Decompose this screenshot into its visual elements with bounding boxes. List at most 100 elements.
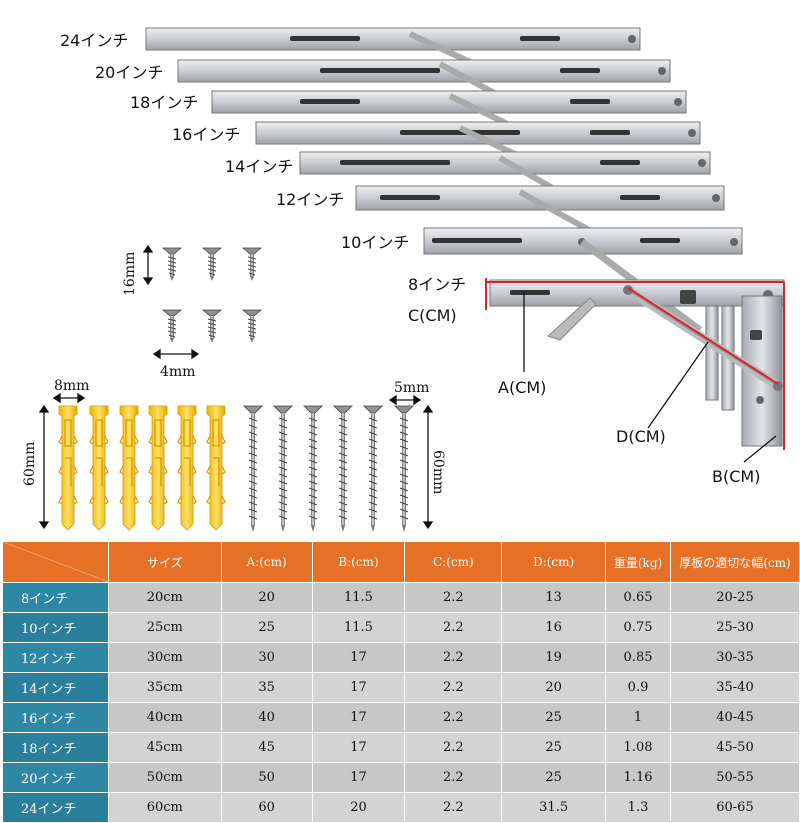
table-cell: 0.85	[605, 642, 671, 673]
table-cell: 35cm	[107, 672, 222, 703]
anchor-width-label: 8mm	[54, 378, 89, 394]
table-cell: 40cm	[107, 702, 222, 733]
table-cell: 50cm	[107, 762, 222, 793]
bracket-8	[489, 279, 785, 447]
long-screw-width-label: 5mm	[394, 380, 429, 396]
bracket-18	[211, 90, 687, 133]
row-label: 12インチ	[2, 642, 109, 673]
long-screws	[243, 405, 414, 533]
table-header-cell: B:(cm)	[311, 541, 406, 583]
leader-lines	[523, 292, 777, 463]
table-header-cell: サイズ	[107, 541, 222, 583]
size-label-24: 24インチ	[60, 31, 128, 50]
table-cell: 17	[311, 642, 406, 673]
table-cell: 25	[501, 762, 607, 793]
table-header-cell: 重量(kg)	[605, 541, 671, 583]
bracket-product-figure: 24インチ 20インチ 18インチ 16インチ 14インチ 12インチ 10イン…	[22, 27, 785, 533]
table-cell: 17	[311, 732, 406, 763]
table-cell: 2.2	[404, 642, 503, 673]
table-cell: 35	[220, 672, 313, 703]
table-cell: 25-30	[670, 612, 800, 643]
table-cell: 1.08	[605, 732, 671, 763]
table-cell: 20	[220, 582, 313, 613]
table-cell: 17	[311, 702, 406, 733]
size-label-20: 20インチ	[95, 63, 163, 82]
wall-anchors	[58, 405, 226, 531]
row-label: 16インチ	[2, 702, 109, 733]
table-cell: 30-35	[670, 642, 800, 673]
table-cell: 1.16	[605, 762, 671, 793]
wood-screw-height-label: 16mm	[122, 252, 138, 296]
table-cell: 17	[311, 762, 406, 793]
table-cell: 11.5	[311, 582, 406, 613]
table-cell: 20-25	[670, 582, 800, 613]
table-cell: 2.2	[404, 612, 503, 643]
table-cell: 60cm	[107, 792, 222, 823]
size-label-18: 18インチ	[130, 93, 198, 112]
table-header-cell: 厚板の適切な幅(cm)	[670, 541, 800, 583]
wood-screw-width-label: 4mm	[160, 364, 195, 380]
table-cell: 11.5	[311, 612, 406, 643]
dimension-lines	[485, 278, 785, 450]
anchor-dimensions	[38, 392, 86, 530]
table-header-row: サイズ A:(cm) B:(cm) C:(cm) D:(cm) 重量(kg) 厚…	[2, 541, 800, 583]
size-label-8: 8インチ	[408, 275, 466, 294]
table-cell: 13	[501, 582, 607, 613]
table-cell: 60-65	[670, 792, 800, 823]
dimension-label-d: D(CM)	[616, 427, 666, 446]
table-cell: 19	[501, 642, 607, 673]
table-corner-cell	[2, 541, 109, 583]
table-cell: 2.2	[404, 582, 503, 613]
table-cell: 25cm	[107, 612, 222, 643]
wood-screws	[162, 247, 262, 344]
table-cell: 30	[220, 642, 313, 673]
table-cell: 25	[501, 732, 607, 763]
bracket-stack	[145, 27, 785, 463]
table-cell: 50	[220, 762, 313, 793]
table-header-cell: D:(cm)	[501, 541, 607, 583]
table-cell: 20cm	[107, 582, 222, 613]
bracket-16	[255, 121, 701, 169]
bracket-12	[355, 185, 725, 239]
row-label: 14インチ	[2, 672, 109, 703]
table-cell: 20	[501, 672, 607, 703]
table-header-cell: A:(cm)	[220, 541, 313, 583]
size-label-12: 12インチ	[276, 190, 344, 209]
bracket-14	[299, 151, 711, 201]
table-cell: 0.75	[605, 612, 671, 643]
table-cell: 1.3	[605, 792, 671, 823]
row-label: 20インチ	[2, 762, 109, 793]
table-cell: 2.2	[404, 792, 503, 823]
size-label-10: 10インチ	[341, 233, 409, 252]
row-label: 24インチ	[2, 792, 109, 823]
row-label: 8インチ	[2, 582, 109, 613]
long-screw-dimensions	[388, 394, 434, 530]
row-label: 18インチ	[2, 732, 109, 763]
table-cell: 17	[311, 672, 406, 703]
row-label: 10インチ	[2, 612, 109, 643]
table-cell: 1	[605, 702, 671, 733]
table-cell: 2.2	[404, 762, 503, 793]
table-cell: 45	[220, 732, 313, 763]
table-cell: 60	[220, 792, 313, 823]
long-screw-length-label: 60mm	[430, 450, 446, 494]
table-cell: 20	[311, 792, 406, 823]
table-cell: 31.5	[501, 792, 607, 823]
bracket-24	[145, 27, 641, 65]
table-cell: 40-45	[670, 702, 800, 733]
table-cell: 50-55	[670, 762, 800, 793]
table-cell: 35-40	[670, 672, 800, 703]
size-label-14: 14インチ	[225, 157, 293, 176]
spec-table: サイズ A:(cm) B:(cm) C:(cm) D:(cm) 重量(kg) 厚…	[2, 541, 800, 823]
anchor-length-label: 60mm	[22, 442, 38, 486]
table-cell: 25	[220, 612, 313, 643]
